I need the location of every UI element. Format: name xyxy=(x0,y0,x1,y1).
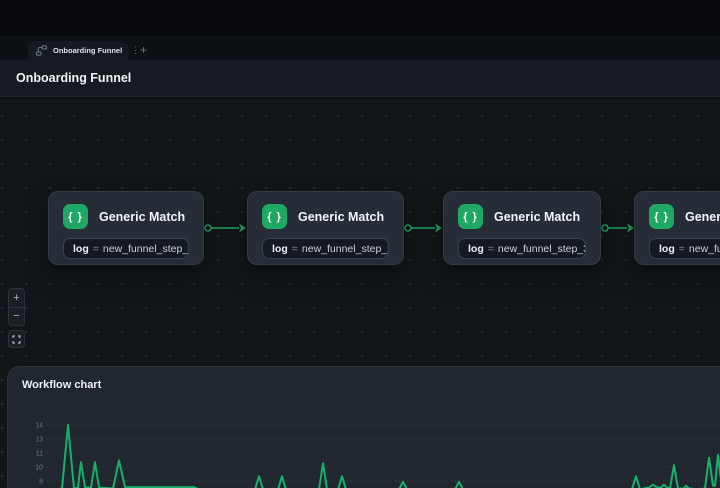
param-key: log xyxy=(272,243,288,255)
workflow-icon xyxy=(36,45,47,56)
tab-onboarding-funnel[interactable]: Onboarding Funnel ⋮ xyxy=(28,41,128,60)
chart-y-tick-labels: 14 13 11 10 8 xyxy=(35,423,43,486)
node-param-pill[interactable]: log = new_funnel_step_3 xyxy=(458,238,586,259)
node-param-pill[interactable]: log = new_funnel_step_2 xyxy=(262,238,389,259)
tab-label: Onboarding Funnel xyxy=(53,46,122,55)
node-title: Generic Match xyxy=(685,210,720,224)
svg-text:13: 13 xyxy=(35,437,43,444)
page-title: Onboarding Funnel xyxy=(16,71,131,85)
param-operator: = xyxy=(679,243,685,255)
edge-2[interactable] xyxy=(405,224,442,233)
chart-gridlines xyxy=(47,425,720,481)
braces-icon: { } xyxy=(63,204,88,229)
node-param-pill[interactable]: log = new_funnel_step_1 xyxy=(63,238,189,259)
param-key: log xyxy=(659,243,675,255)
tab-bar: Onboarding Funnel ⋮ + xyxy=(0,36,720,60)
svg-text:14: 14 xyxy=(35,423,43,430)
node-param-pill[interactable]: log = new_funnel_step_4 xyxy=(649,238,720,259)
new-tab-button[interactable]: + xyxy=(140,43,147,57)
param-key: log xyxy=(73,243,89,255)
param-operator: = xyxy=(292,243,298,255)
braces-icon: { } xyxy=(262,204,287,229)
node-title: Generic Match xyxy=(298,210,384,224)
param-key: log xyxy=(468,243,484,255)
svg-text:11: 11 xyxy=(36,451,43,458)
zoom-in-button[interactable]: + xyxy=(9,289,24,307)
param-value: new_funnel_step_1 xyxy=(103,243,189,255)
node-generic-match-2[interactable]: { } Generic Match log = new_funnel_step_… xyxy=(247,191,404,265)
canvas-zoom-controls: + − xyxy=(8,288,25,348)
chart-line-series xyxy=(42,425,720,488)
top-strip xyxy=(0,0,720,36)
param-operator: = xyxy=(488,243,494,255)
node-generic-match-3[interactable]: { } Generic Match log = new_funnel_step_… xyxy=(443,191,601,265)
svg-text:8: 8 xyxy=(39,479,43,486)
node-title: Generic Match xyxy=(494,210,580,224)
svg-text:10: 10 xyxy=(35,465,43,472)
fit-view-icon xyxy=(12,335,21,344)
zoom-out-button[interactable]: − xyxy=(9,307,24,325)
param-value: new_funnel_step_2 xyxy=(302,243,389,255)
param-value: new_funnel_step_4 xyxy=(689,243,720,255)
node-generic-match-4[interactable]: { } Generic Match log = new_funnel_step_… xyxy=(634,191,720,265)
edge-3[interactable] xyxy=(602,224,634,233)
node-title: Generic Match xyxy=(99,210,185,224)
param-operator: = xyxy=(93,243,99,255)
workflow-chart-panel: Workflow chart 141311108 xyxy=(7,366,720,488)
header-bar: Onboarding Funnel xyxy=(0,60,720,97)
param-value: new_funnel_step_3 xyxy=(498,243,586,255)
node-generic-match-1[interactable]: { } Generic Match log = new_funnel_step_… xyxy=(48,191,204,265)
edge-1[interactable] xyxy=(205,224,246,233)
workflow-chart-svg: 14 13 11 10 8 xyxy=(8,367,720,488)
braces-icon: { } xyxy=(458,204,483,229)
fit-view-button[interactable] xyxy=(8,330,25,348)
braces-icon: { } xyxy=(649,204,674,229)
